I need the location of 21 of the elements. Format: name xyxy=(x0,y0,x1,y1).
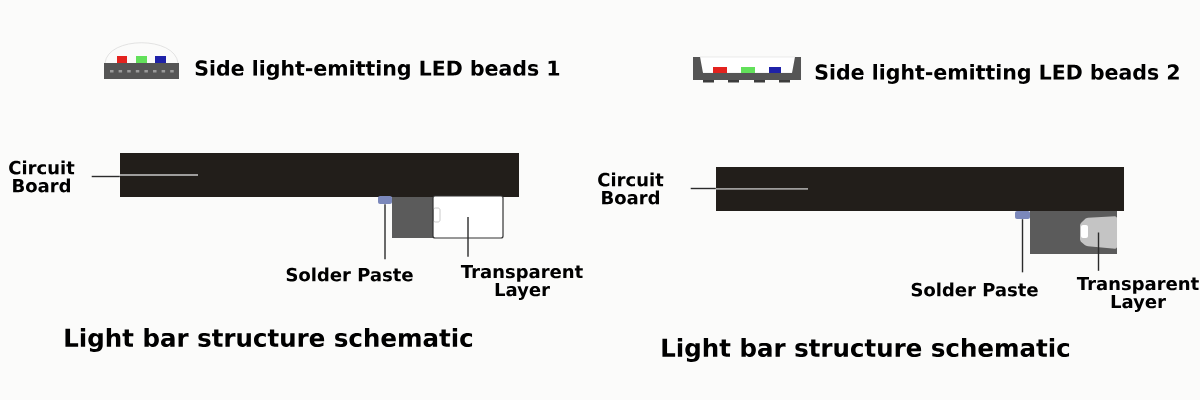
circuit-board xyxy=(716,167,1124,211)
caption: Light bar structure schematic xyxy=(65,328,473,352)
part-label: Transparent Layer xyxy=(460,265,583,300)
heading: Side light-emitting LED beads 1 xyxy=(195,60,560,80)
part-label: Circuit Board xyxy=(598,172,664,205)
part-label: Solder Paste xyxy=(286,267,413,282)
part-label: Transparent Layer xyxy=(1076,277,1199,312)
part-label: Solder Paste xyxy=(911,282,1038,297)
leader-line xyxy=(1097,231,1100,272)
leader-line xyxy=(91,175,121,178)
leader-line xyxy=(467,216,469,258)
part-label: Circuit Board xyxy=(9,160,75,193)
leader-line xyxy=(384,203,386,261)
leader-line xyxy=(690,187,717,190)
solder-pad xyxy=(378,196,392,204)
solder-pad xyxy=(1015,211,1030,219)
leader-line xyxy=(1021,218,1024,274)
circuit-board xyxy=(120,153,519,197)
transparent-layer xyxy=(432,195,504,239)
heading: Side light-emitting LED beads 2 xyxy=(815,64,1179,84)
caption: Light bar structure schematic xyxy=(662,338,1070,362)
